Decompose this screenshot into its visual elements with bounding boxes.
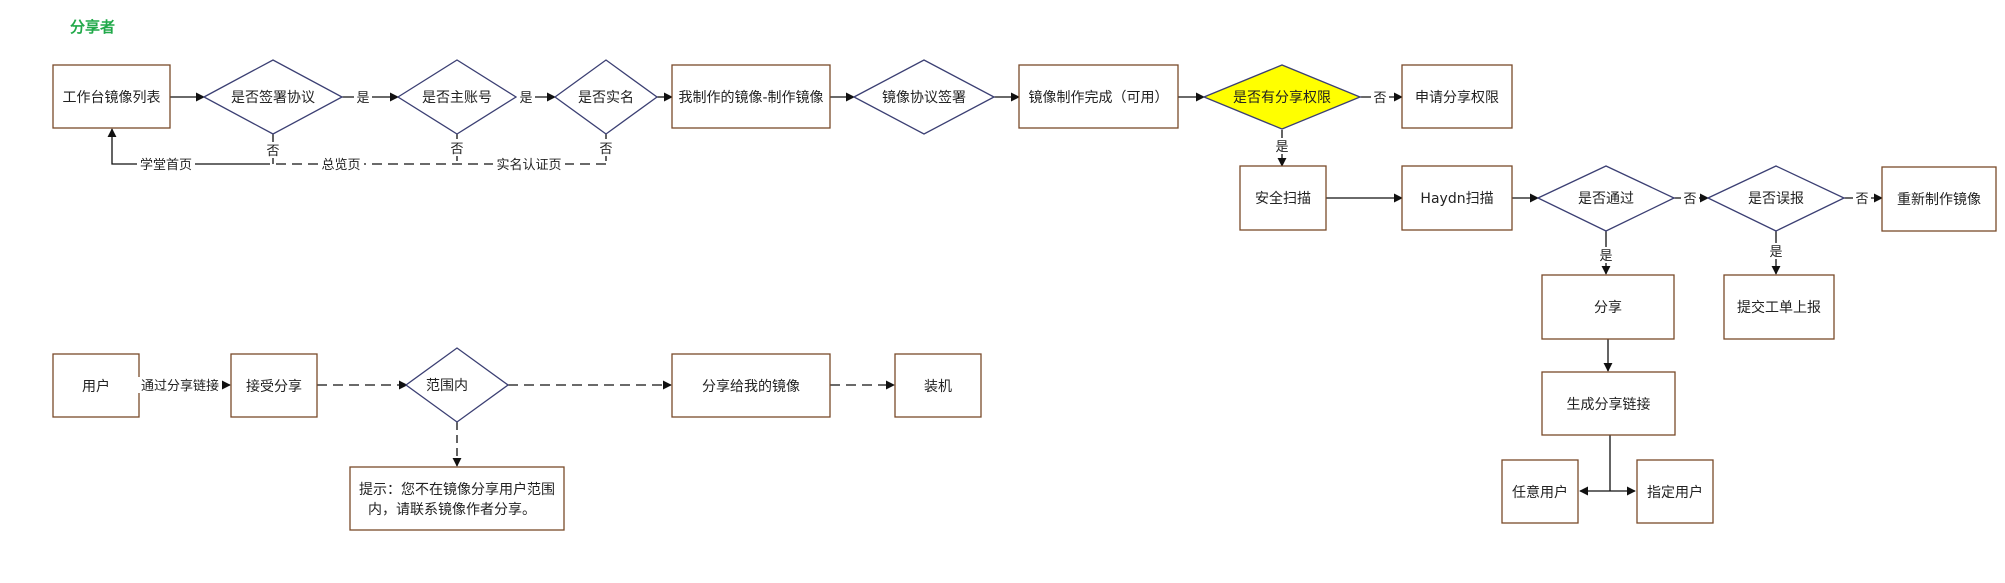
node-in-scope-label: 范围内 [426,377,468,394]
node-security-scan-label: 安全扫描 [1255,190,1311,207]
label-realname-no: 否 [599,142,612,157]
node-my-images[interactable]: 我制作的镜像-制作镜像 [671,64,831,129]
label-permission-yes: 是 [1275,140,1288,155]
node-share-permission-label: 是否有分享权限 [1233,89,1331,106]
node-any-user[interactable]: 任意用户 [1501,459,1579,524]
node-accept-share[interactable]: 接受分享 [230,353,318,418]
node-user[interactable]: 用户 [52,353,140,418]
node-image-done[interactable]: 镜像制作完成（可用） [1018,64,1179,129]
node-image-agreement-label: 镜像协议签署 [882,89,966,106]
node-gen-link-label: 生成分享链接 [1567,396,1651,413]
node-install-label: 装机 [924,379,952,395]
node-any-user-label: 任意用户 [1512,484,1568,501]
node-share-permission[interactable]: 是否有分享权限 [1202,64,1362,130]
label-falsereport-yes: 是 [1769,245,1782,260]
node-main-account[interactable]: 是否主账号 [396,59,518,135]
node-realname[interactable]: 是否实名 [553,59,659,135]
node-shared-to-me-label: 分享给我的镜像 [702,378,800,395]
node-apply-permission[interactable]: 申请分享权限 [1401,64,1513,129]
node-worklist-label: 工作台镜像列表 [63,90,161,106]
node-haydn-scan-label: Haydn扫描 [1420,191,1493,207]
node-main-account-label: 是否主账号 [422,90,492,106]
node-passed-label: 是否通过 [1578,191,1634,207]
edge-labels: 是 是 否 是 否 否 是 是 否 否 否 学堂首页 总览页 实名认证页 通过分… [137,89,1871,394]
label-realname-page: 实名认证页 [496,157,561,173]
node-security-scan[interactable]: 安全扫描 [1239,165,1327,231]
node-image-agreement[interactable]: 镜像协议签署 [852,59,996,135]
node-image-done-label: 镜像制作完成（可用） [1029,90,1169,106]
node-user-label: 用户 [82,378,110,395]
node-hint-line2: 内，请联系镜像作者分享。 [368,501,536,518]
label-xuetang-home: 学堂首页 [140,157,192,173]
label-main-no: 否 [450,142,463,157]
label-passed-yes: 是 [1599,249,1612,264]
node-in-scope[interactable]: 范围内 [404,347,510,423]
node-my-images-label: 我制作的镜像-制作镜像 [678,90,823,106]
node-false-report[interactable]: 是否误报 [1706,165,1846,232]
label-sign-yes: 是 [356,91,369,106]
node-realname-label: 是否实名 [578,90,634,106]
node-submit-ticket-label: 提交工单上报 [1737,299,1821,316]
label-sign-no: 否 [266,144,279,159]
node-apply-permission-label: 申请分享权限 [1415,89,1499,106]
node-specific-user-label: 指定用户 [1647,484,1703,501]
label-via-link: 通过分享链接 [141,378,219,394]
label-passed-no: 否 [1683,192,1696,207]
node-hint-line1: 提示：您不在镜像分享用户范围 [359,481,555,498]
node-install[interactable]: 装机 [894,353,982,418]
node-remake[interactable]: 重新制作镜像 [1881,166,1997,232]
label-main-yes: 是 [519,91,532,106]
node-accept-share-label: 接受分享 [246,378,302,395]
node-specific-user[interactable]: 指定用户 [1636,459,1714,524]
label-permission-no: 否 [1373,91,1386,106]
node-worklist[interactable]: 工作台镜像列表 [52,64,171,129]
node-submit-ticket[interactable]: 提交工单上报 [1723,274,1835,340]
node-false-report-label: 是否误报 [1748,191,1804,207]
node-share-label: 分享 [1594,299,1622,316]
node-hint[interactable]: 提示：您不在镜像分享用户范围 内，请联系镜像作者分享。 [349,466,565,531]
node-passed[interactable]: 是否通过 [1536,165,1676,232]
nodes: 工作台镜像列表 是否签署协议 是否主账号 是否实名 我制作的镜像-制作镜像 镜像… [52,59,1997,531]
label-overview: 总览页 [321,157,360,173]
node-share[interactable]: 分享 [1541,274,1675,340]
node-remake-label: 重新制作镜像 [1897,192,1981,208]
node-haydn-scan[interactable]: Haydn扫描 [1401,165,1513,231]
node-sign-agreement[interactable]: 是否签署协议 [202,59,344,135]
diagram-title: 分享者 [70,18,116,36]
edge-back-to-worklist [107,128,264,165]
node-gen-link[interactable]: 生成分享链接 [1541,371,1676,436]
node-sign-agreement-label: 是否签署协议 [231,89,315,106]
label-falsereport-no: 否 [1855,192,1868,207]
node-shared-to-me[interactable]: 分享给我的镜像 [671,353,831,418]
